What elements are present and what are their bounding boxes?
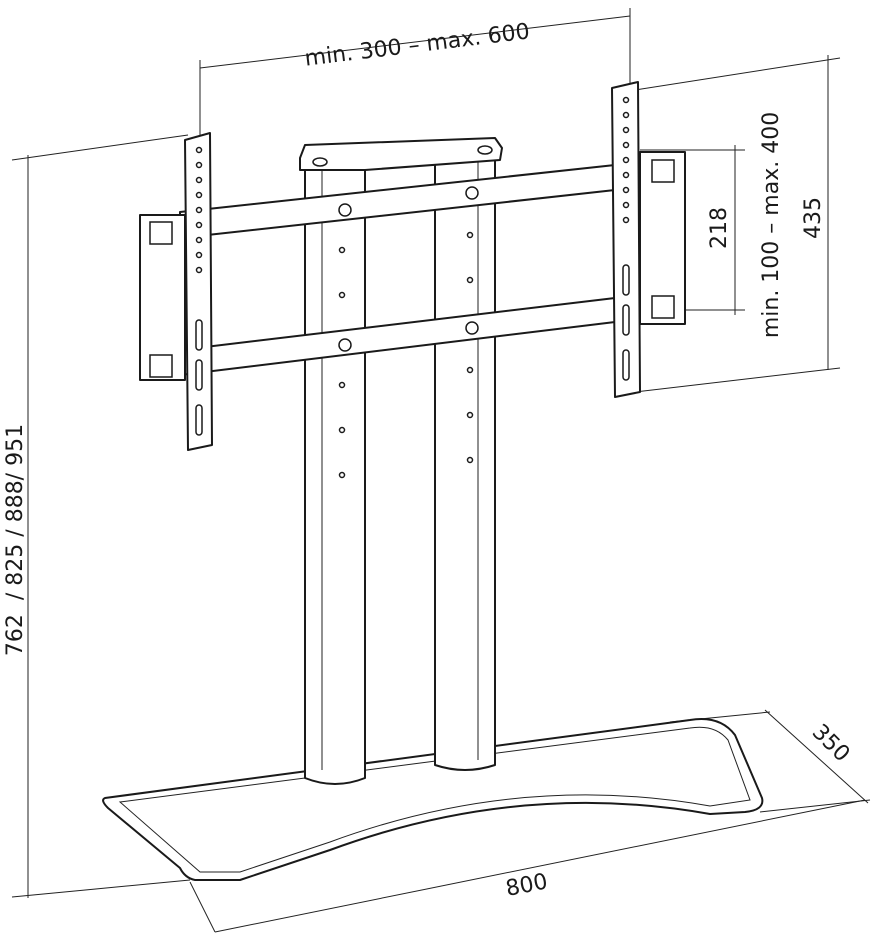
stand-base (102, 718, 764, 881)
pillars (299, 137, 503, 785)
base-width-label: 800 (504, 869, 550, 902)
total-height-label: 762 / 825 / 888/ 951 (3, 424, 28, 656)
bracket-height-label: 435 (801, 197, 826, 239)
right-bracket (611, 81, 641, 398)
vesa-height-label: min. 100 – max. 400 (759, 112, 784, 338)
left-plate (139, 214, 186, 381)
left-bracket (184, 132, 213, 451)
bar-spacing-label: 218 (707, 207, 732, 249)
base-depth-label: 350 (807, 720, 854, 767)
crossbars (179, 164, 616, 376)
vesa-width-label: min. 300 – max. 600 (303, 19, 531, 71)
dimension-lines (11, 8, 871, 933)
